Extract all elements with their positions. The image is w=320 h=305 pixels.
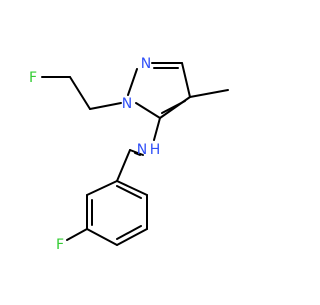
bond-c5-nh — [153, 117, 161, 141]
bond-ar-f — [66, 228, 88, 241]
bond-c3-c4 — [181, 62, 191, 98]
bond-c4-c5-double-inner — [161, 100, 186, 114]
amine-n-label: N — [137, 142, 147, 158]
bond-ch2-ch2 — [69, 76, 91, 110]
bond-ar-6 — [116, 180, 148, 196]
pyrazole-n2-label: N — [141, 56, 151, 72]
bond-ar-inner-2 — [116, 225, 142, 240]
molecule-canvas: F N N N H F — [29, 56, 229, 253]
atom-labels: F N N N H F — [29, 56, 160, 253]
bond-ar-3 — [86, 228, 118, 246]
fluoroethyl-f-label: F — [29, 70, 37, 86]
amine-h-label: H — [150, 142, 161, 158]
bond-c5-n1 — [135, 102, 161, 119]
bond-ar-4 — [116, 228, 148, 246]
bond-ar-1 — [86, 180, 118, 196]
bond-ch2-n1 — [89, 102, 122, 110]
molecule-structure: F N N N H F — [29, 56, 229, 253]
bond-ar-inner-3 — [116, 185, 142, 199]
bond-c4-methyl — [189, 89, 229, 98]
bond-nh-ch2 — [134, 152, 141, 156]
bond-nh-ch2-b — [129, 149, 144, 156]
bonds — [41, 62, 229, 246]
aryl-f-label: F — [56, 237, 64, 253]
bond-ch2-aryl — [116, 149, 131, 182]
bond-n1-n2 — [127, 68, 138, 96]
pyrazole-n1-label: N — [122, 96, 132, 112]
